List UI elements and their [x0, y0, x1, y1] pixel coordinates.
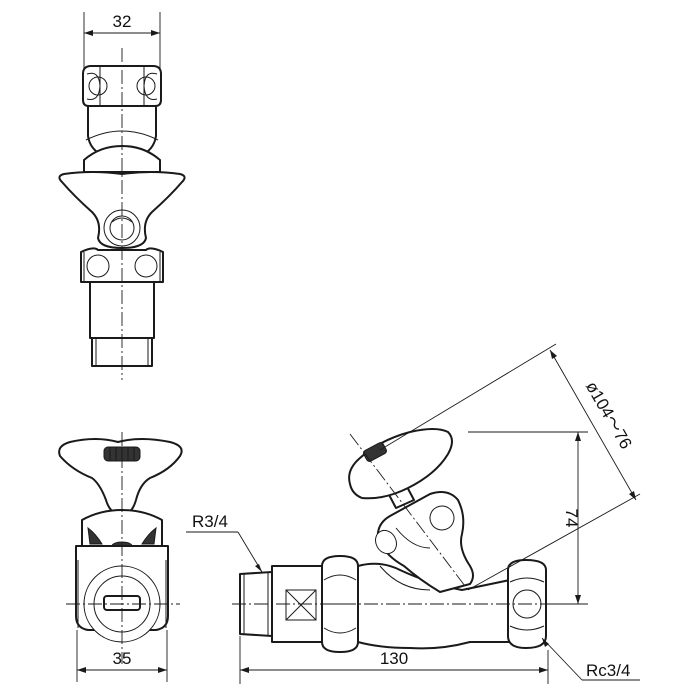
- top-tail: [89, 281, 155, 339]
- dim-35-label: 35: [113, 649, 132, 668]
- dim-32-label: 32: [113, 12, 132, 31]
- stem-axis: [349, 433, 469, 591]
- dim-130-label: 130: [380, 649, 408, 668]
- top-hex-nut: [82, 65, 162, 107]
- elevation-handle[interactable]: [348, 428, 453, 500]
- dim-diagonal-label: ø104～76: [582, 378, 636, 452]
- dim-32-arrow-left: [84, 30, 93, 36]
- side-view: 35: [58, 432, 183, 682]
- dim-32-arrow-right: [151, 30, 160, 36]
- rc34-leader: [541, 637, 583, 681]
- side-handle[interactable]: [58, 438, 183, 517]
- top-lower-nut: [80, 247, 164, 283]
- dim-diagonal-line: [549, 349, 637, 501]
- top-view: 32: [58, 12, 186, 380]
- outlet-thread-label: Rc3/4: [586, 661, 630, 680]
- dim-74-label: 74: [562, 509, 581, 528]
- inlet-thread-label: R3/4: [192, 512, 228, 531]
- elevation-view: 74 ø104～76 130 R3/4 Rc3/4: [186, 343, 641, 684]
